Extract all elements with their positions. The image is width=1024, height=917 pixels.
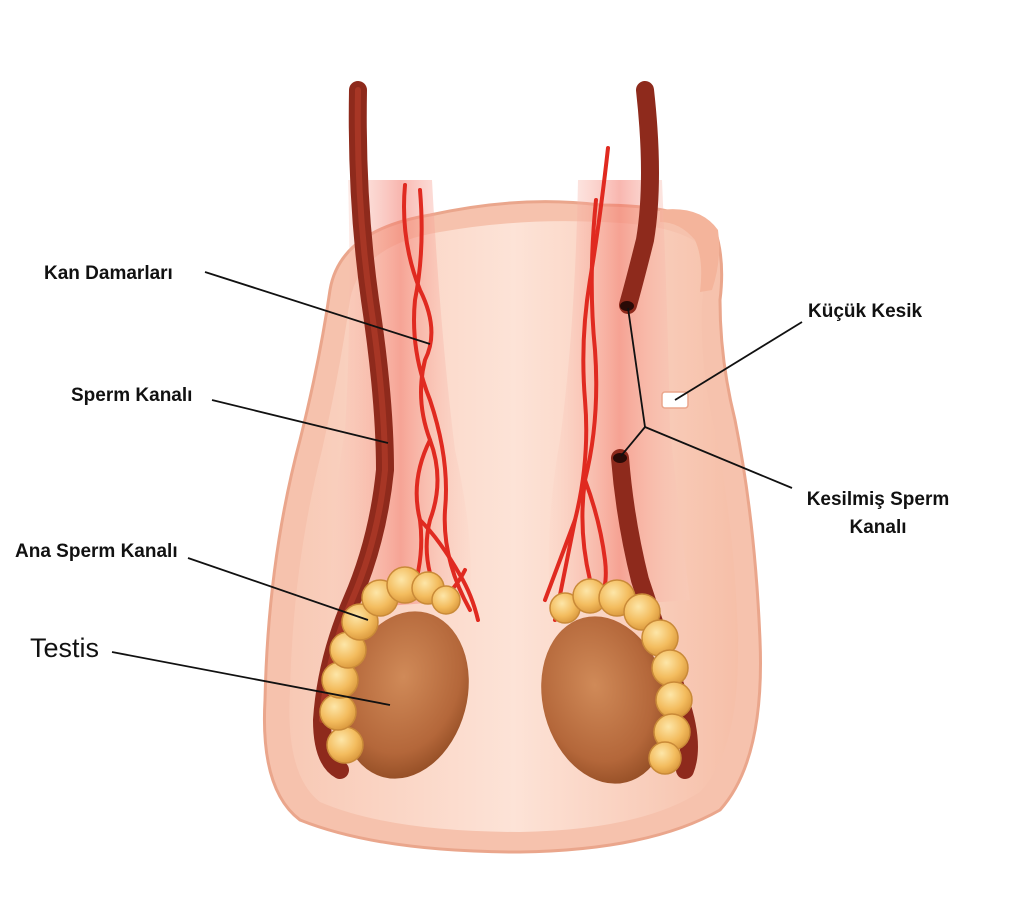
leader-lines	[111, 271, 803, 706]
label-kesilmis-line1: Kesilmiş Sperm	[806, 489, 950, 510]
leader-kucuk-kesik	[674, 321, 803, 401]
left-testis	[341, 611, 469, 779]
incision-flap	[660, 209, 720, 292]
leader-kesilmis-up	[627, 307, 646, 428]
leader-ana-sperm-kanali	[187, 557, 369, 621]
right-blood-vessels	[543, 146, 610, 622]
label-kesilmis-sperm-kanali: Kesilmiş Sperm Kanalı	[800, 488, 956, 540]
leader-kesilmis-down	[620, 426, 646, 457]
label-testis: Testis	[30, 633, 100, 663]
right-epididymis	[549, 578, 693, 775]
label-ana-sperm-kanali: Ana Sperm Kanalı	[15, 541, 178, 562]
right-testis	[541, 616, 669, 784]
leader-sperm-kanali	[211, 399, 389, 444]
label-kesilmis-line2: Kanalı	[849, 517, 907, 538]
label-kucuk-kesik: Küçük Kesik	[808, 301, 923, 322]
right-sperm-duct-upper	[619, 81, 659, 314]
leader-kesilmis-main	[644, 426, 793, 489]
label-sperm-kanali: Sperm Kanalı	[71, 385, 193, 406]
leader-testis	[111, 651, 391, 706]
leader-kan-damarlari	[204, 271, 431, 345]
label-kan-damarlari: Kan Damarları	[44, 263, 173, 284]
right-duct-lower-cut-end	[613, 453, 627, 463]
left-epididymis	[319, 566, 461, 764]
right-duct-upper-cut-end	[620, 301, 634, 311]
